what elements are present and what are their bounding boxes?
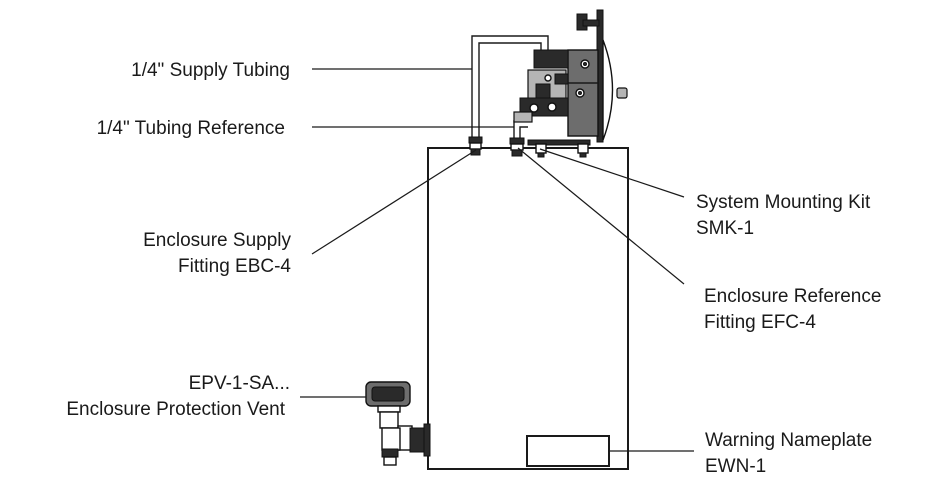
label-tubing-reference: 1/4" Tubing Reference [97,118,285,139]
label-protection-vent-line1: EPV-1-SA... [189,373,290,394]
enclosure-reference-fitting [509,137,525,157]
label-enclosure-reference-line2: Fitting EFC-4 [704,312,816,333]
label-warning-nameplate-line2: EWN-1 [705,456,766,477]
leader-enclosure-supply [311,149,477,255]
label-warning-nameplate-line1: Warning Nameplate [705,430,872,451]
label-protection-vent-line2: Enclosure Protection Vent [66,399,285,420]
leader-system-mounting-kit [539,148,685,198]
label-supply-tubing: 1/4" Supply Tubing [131,60,290,81]
system-mounting-kit [527,139,591,158]
leader-enclosure-reference [517,147,685,285]
enclosure-protection-vent [365,381,431,466]
label-system-mounting-kit-line2: SMK-1 [696,218,754,239]
label-enclosure-supply-line1: Enclosure Supply [143,230,291,251]
label-system-mounting-kit-line1: System Mounting Kit [696,192,871,213]
enclosure-supply-fitting [468,136,483,156]
warning-nameplate [526,435,610,467]
label-enclosure-supply-line2: Fitting EBC-4 [178,256,291,277]
purge-controller [513,9,628,143]
supply-tubing [471,35,549,146]
label-enclosure-reference-line1: Enclosure Reference [704,286,881,307]
enclosure-body [427,147,629,470]
